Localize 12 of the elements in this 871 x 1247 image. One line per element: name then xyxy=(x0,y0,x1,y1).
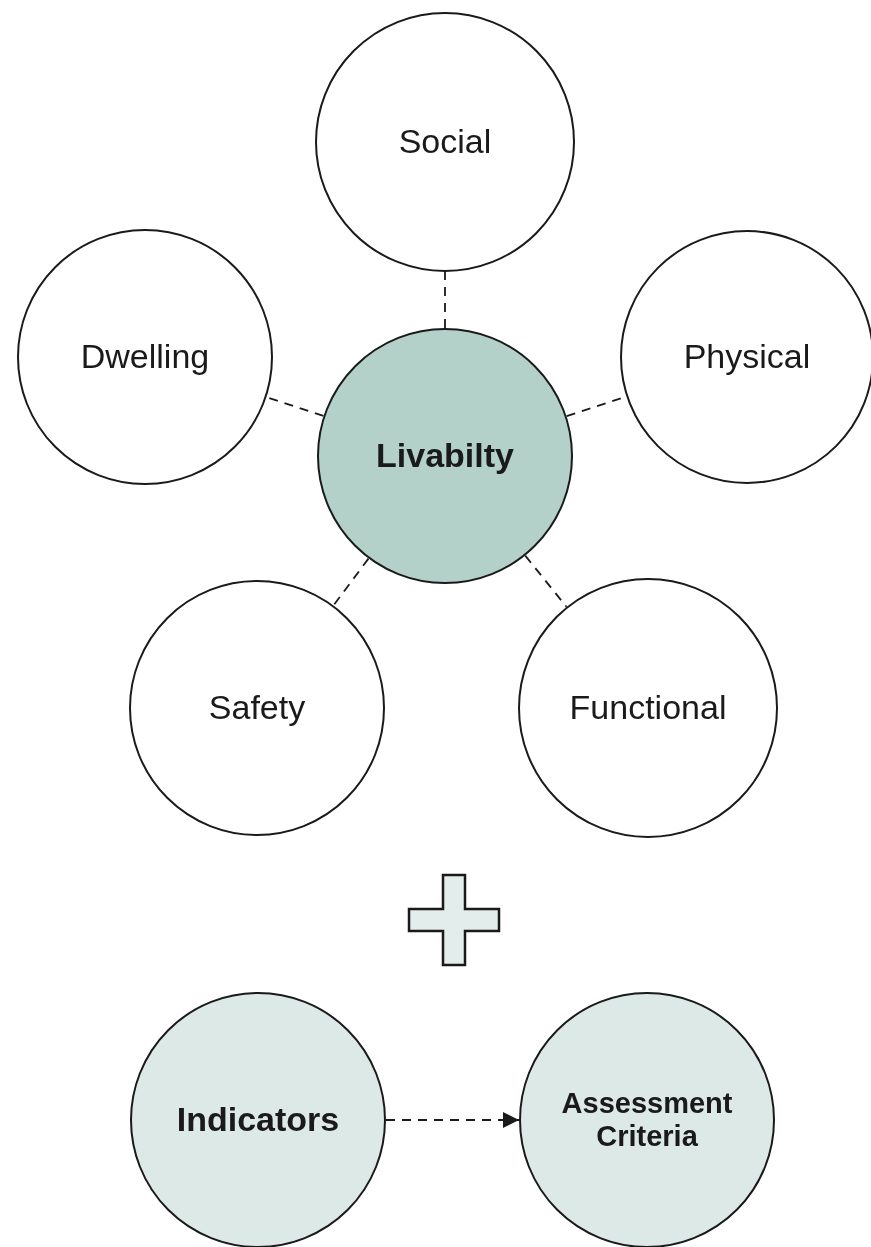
node-label: Functional xyxy=(569,688,727,728)
node-label: Dwelling xyxy=(80,337,210,377)
node-label: Social xyxy=(398,122,492,162)
node-label: Assessment Criteria xyxy=(560,1086,734,1154)
connector-line xyxy=(332,557,370,607)
connector-line xyxy=(524,554,568,608)
node-label: Indicators xyxy=(176,1100,340,1140)
node-label: Physical xyxy=(683,337,811,377)
arrow xyxy=(385,1112,520,1128)
connector-line xyxy=(444,271,446,329)
node-label: Safety xyxy=(208,688,306,728)
node-label: Livabilty xyxy=(376,436,514,476)
